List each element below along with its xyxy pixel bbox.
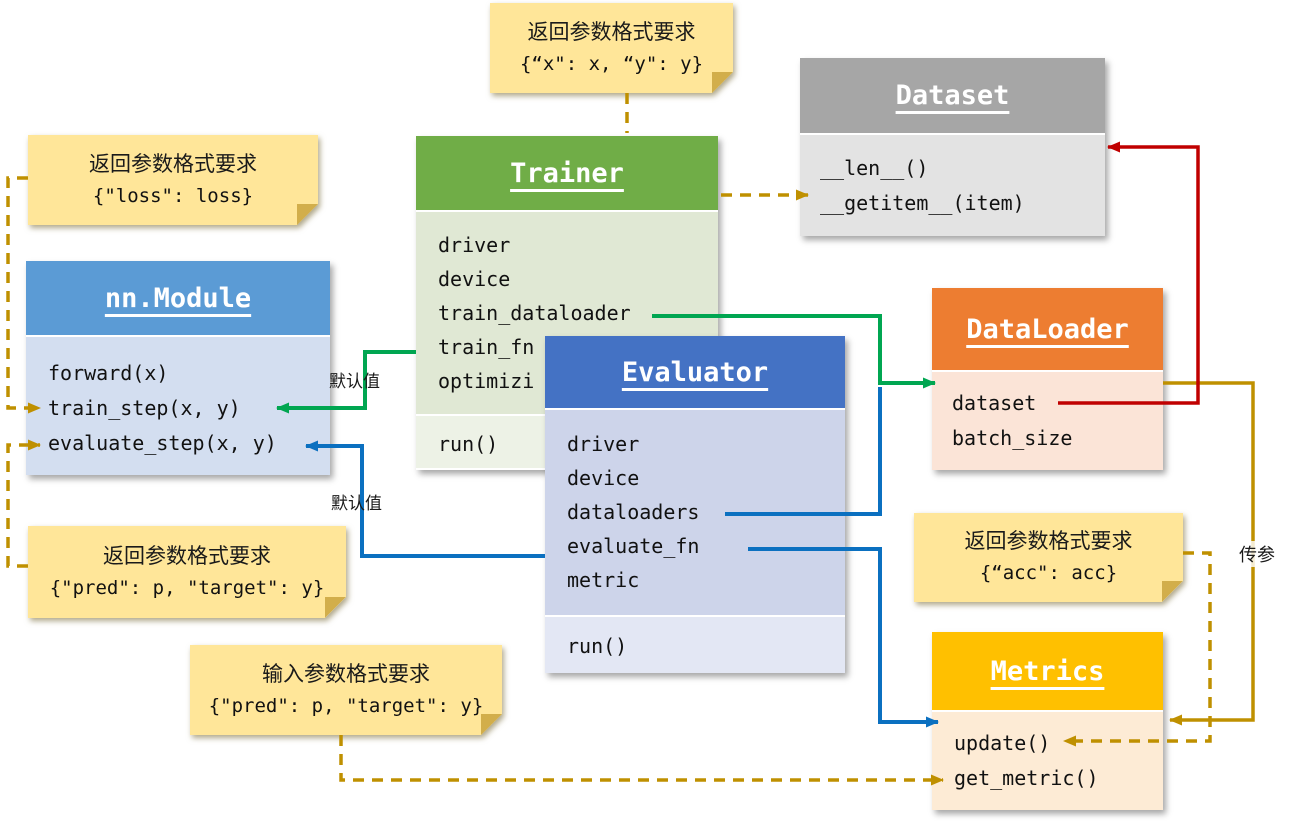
sticky-note: 返回参数格式要求 {"loss": loss} bbox=[28, 135, 318, 225]
class-title-dataloader: DataLoader bbox=[966, 313, 1129, 345]
class-box-dataloader: DataLoader dataset batch_size bbox=[932, 288, 1163, 470]
attribute-row: device bbox=[438, 267, 511, 291]
class-box-evaluator: Evaluator driver device dataloaders eval… bbox=[545, 336, 845, 673]
metrics-methods-section: update() get_metric() bbox=[932, 712, 1163, 810]
attribute-row: dataset bbox=[952, 391, 1037, 415]
class-box-metrics: Metrics update() get_metric() bbox=[932, 632, 1163, 810]
class-title-trainer: Trainer bbox=[510, 157, 624, 189]
sticky-note: 返回参数格式要求 {"pred": p, "target": y} bbox=[28, 526, 346, 618]
method-row: __len__() bbox=[820, 156, 929, 180]
edge-label-pass-param: 传参 bbox=[1237, 541, 1277, 567]
method-row: get_metric() bbox=[954, 766, 1099, 790]
attribute-row: train_fn bbox=[438, 335, 535, 359]
class-header-trainer: Trainer bbox=[416, 136, 718, 212]
class-box-dataset: Dataset __len__() __getitem__(item) bbox=[800, 58, 1105, 236]
method-row: train_step(x, y) bbox=[48, 396, 241, 420]
sticky-note-loss-format: 返回参数格式要求 {"loss": loss} bbox=[28, 135, 318, 225]
attribute-row: train_dataloader bbox=[438, 301, 631, 325]
sticky-note: 输入参数格式要求 {"pred": p, "target": y} bbox=[190, 645, 502, 735]
class-header-dataset: Dataset bbox=[800, 58, 1105, 135]
edge-label-default-value-train: 默认值 bbox=[329, 372, 380, 392]
note-code: {“x": x, “y": y} bbox=[519, 52, 704, 75]
attribute-row: device bbox=[567, 466, 640, 490]
method-row: forward(x) bbox=[48, 361, 169, 385]
note-title: 返回参数格式要求 bbox=[527, 19, 696, 44]
sticky-note-pred-target-return: 返回参数格式要求 {"pred": p, "target": y} bbox=[28, 526, 346, 618]
note-title: 输入参数格式要求 bbox=[262, 661, 430, 686]
attribute-row: batch_size bbox=[952, 426, 1073, 450]
note-title: 返回参数格式要求 bbox=[103, 543, 271, 568]
edge-note-input-to-get-metric bbox=[339, 735, 944, 786]
sticky-note-pred-target-input: 输入参数格式要求 {"pred": p, "target": y} bbox=[190, 645, 502, 735]
class-title-dataset: Dataset bbox=[895, 80, 1010, 111]
note-title: 返回参数格式要求 bbox=[964, 529, 1133, 553]
method-row: __getitem__(item) bbox=[820, 191, 1025, 215]
dataloader-attributes-section: dataset batch_size bbox=[932, 372, 1163, 470]
method-row: update() bbox=[954, 731, 1051, 755]
sticky-note-acc-format: 返回参数格式要求 {“acc": acc} bbox=[914, 513, 1183, 602]
class-title-nn-module: nn.Module bbox=[104, 282, 252, 314]
method-row: run() bbox=[567, 634, 628, 658]
note-title: 返回参数格式要求 bbox=[89, 151, 257, 176]
class-header-evaluator: Evaluator bbox=[545, 336, 845, 410]
attribute-row: metric bbox=[567, 568, 640, 592]
sticky-note: 返回参数格式要求 {“acc": acc} bbox=[914, 513, 1183, 602]
nn-module-methods-section: forward(x) train_step(x, y) evaluate_ste… bbox=[26, 337, 330, 475]
attribute-row: optimizi bbox=[438, 369, 535, 393]
attribute-row: driver bbox=[567, 432, 640, 456]
edge-label-default-value-eval: 默认值 bbox=[331, 494, 382, 514]
class-title-metrics: Metrics bbox=[990, 655, 1105, 687]
attribute-row: dataloaders bbox=[567, 500, 700, 524]
dataset-methods-section: __len__() __getitem__(item) bbox=[800, 135, 1105, 236]
attribute-row: evaluate_fn bbox=[567, 534, 700, 558]
class-title-evaluator: Evaluator bbox=[621, 356, 769, 388]
sticky-note-xy-format: 返回参数格式要求 {“x": x, “y": y} bbox=[490, 3, 733, 93]
evaluator-methods-section: run() bbox=[545, 615, 845, 673]
class-header-nn-module: nn.Module bbox=[26, 261, 330, 337]
note-code: {"pred": p, "target": y} bbox=[208, 694, 484, 717]
evaluator-attributes-section: driver device dataloaders evaluate_fn me… bbox=[545, 410, 845, 615]
method-row: evaluate_step(x, y) bbox=[48, 431, 277, 455]
class-box-nn-module: nn.Module forward(x) train_step(x, y) ev… bbox=[26, 261, 330, 475]
class-header-metrics: Metrics bbox=[932, 632, 1163, 712]
note-code: {"pred": p, "target": y} bbox=[49, 576, 325, 599]
note-code: {“acc": acc} bbox=[979, 562, 1118, 584]
note-code: {"loss": loss} bbox=[92, 184, 254, 207]
class-header-dataloader: DataLoader bbox=[932, 288, 1163, 372]
sticky-note: 返回参数格式要求 {“x": x, “y": y} bbox=[490, 3, 733, 93]
attribute-row: driver bbox=[438, 233, 511, 257]
